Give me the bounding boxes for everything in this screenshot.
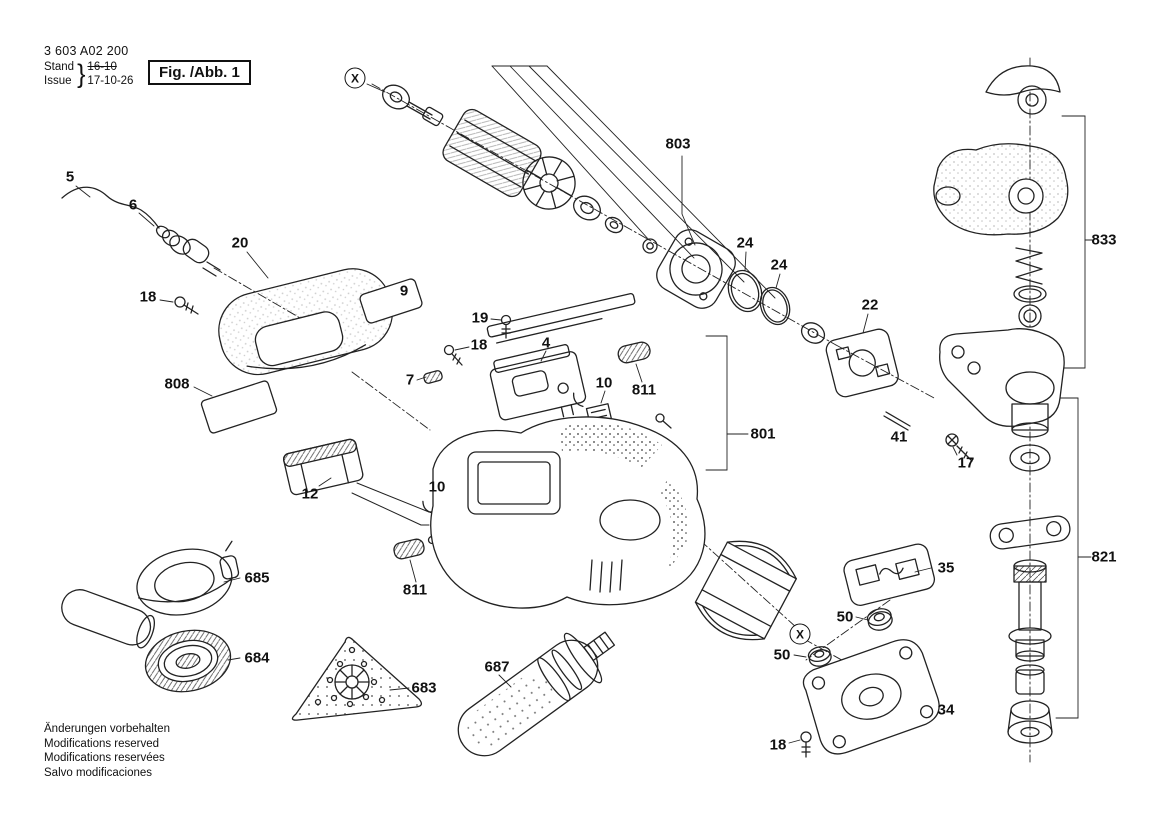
part-callout-17: 17	[957, 454, 975, 472]
o-ring-24-b	[759, 286, 791, 326]
part-callout-803: 803	[665, 135, 691, 153]
footer-line-en: Modifications reserved	[44, 737, 160, 750]
part-callout-50: 50	[773, 646, 791, 664]
revision-brace-icon: }	[77, 59, 86, 89]
figure-label: Fig. /Abb. 1	[148, 60, 251, 85]
part-callout-35: 35	[937, 559, 955, 577]
part-callout-18: 18	[139, 288, 157, 306]
side-handle-tube	[61, 589, 156, 649]
head-cover	[933, 143, 1069, 236]
part-callout-4: 4	[541, 334, 551, 352]
wrench-plate	[989, 515, 1071, 550]
label-sticker-808	[200, 380, 278, 434]
part-callout-6: 6	[128, 196, 138, 214]
part-callout-821: 821	[1091, 548, 1117, 566]
legal-footer: Änderungen vorbehalten Modifications res…	[44, 722, 170, 780]
module-12	[282, 438, 364, 496]
pin-41	[883, 411, 911, 431]
footer-line-es: Salvo modificaciones	[44, 766, 153, 779]
part-callout-7: 7	[405, 371, 415, 389]
clamp-lever	[985, 65, 1061, 115]
screw-18-bottom	[800, 731, 812, 758]
motor-cover-20	[218, 268, 393, 376]
part-callout-687: 687	[484, 658, 510, 676]
sanding-pad-683	[291, 636, 423, 721]
clamp-nut-684	[144, 629, 232, 693]
part-callout-811: 811	[402, 581, 428, 599]
issue-label: Issue	[44, 75, 72, 87]
part-callout-833: 833	[1091, 231, 1117, 249]
bearing-small	[800, 322, 826, 344]
part-callout-12: 12	[301, 485, 319, 503]
nut-50-a	[866, 608, 893, 631]
part-callout-9: 9	[399, 282, 409, 300]
part-callout-18: 18	[470, 336, 488, 354]
angle-head-group-833	[933, 65, 1069, 438]
gear-housing	[939, 328, 1065, 438]
slider-bar	[486, 292, 636, 344]
part-callout-34: 34	[937, 701, 955, 719]
clip-7	[423, 370, 443, 384]
issue-date: 17-10-26	[87, 75, 134, 87]
washer-ring	[1013, 285, 1047, 303]
slide-knob-811-a	[617, 341, 651, 364]
part-callout-19: 19	[471, 309, 489, 327]
motor-end-bracket-34	[802, 639, 940, 755]
part-callout-5: 5	[65, 168, 75, 186]
part-callout-24: 24	[770, 256, 788, 274]
o-ring-24-a	[727, 269, 763, 313]
stand-date: 16-10	[87, 61, 117, 73]
retaining-ring	[1018, 304, 1042, 328]
screw-small-a	[655, 413, 672, 429]
part-callout-22: 22	[861, 296, 879, 314]
armature-fan	[522, 156, 576, 210]
part-callout-10: 10	[428, 478, 446, 496]
screw-19	[500, 314, 512, 339]
part-callout-20: 20	[231, 234, 249, 252]
part-callout-684: 684	[244, 649, 270, 667]
screw-17	[945, 433, 973, 462]
footer-line-fr: Modifications reservées	[44, 752, 165, 764]
part-callout-685: 685	[244, 569, 270, 587]
cord-grommet	[155, 225, 221, 277]
part-callout-41: 41	[890, 428, 908, 446]
spring	[1015, 247, 1043, 285]
screw-18-mid	[443, 344, 463, 366]
revision-block: Stand Issue } 16-10 17-10-26	[44, 60, 133, 88]
part-callout-50: 50	[836, 608, 854, 626]
part-callout-808: 808	[164, 375, 190, 393]
armature-assembly-803	[382, 84, 736, 309]
brush-plate-35	[843, 543, 936, 606]
clamp-ring-685	[136, 540, 240, 616]
part-callout-801: 801	[750, 425, 776, 443]
catalog-number: 3 603 A02 200	[44, 44, 129, 58]
bearing-bracket-22	[825, 328, 899, 398]
assembly-marker-x: X	[344, 67, 366, 89]
screw-18-left	[174, 296, 199, 315]
switch-block-4	[489, 344, 587, 421]
part-callout-683: 683	[411, 679, 437, 697]
part-callout-24: 24	[736, 234, 754, 252]
part-callout-18: 18	[769, 736, 787, 754]
power-cord	[61, 186, 160, 229]
spindle-group-821	[989, 444, 1071, 744]
main-housing	[430, 416, 706, 609]
footer-line-de: Änderungen vorbehalten	[44, 723, 170, 735]
stand-label: Stand	[44, 61, 75, 73]
slide-knob-811-b	[393, 538, 425, 560]
part-callout-10: 10	[595, 374, 613, 392]
field-stator-801	[694, 540, 797, 641]
part-callout-811: 811	[631, 381, 657, 399]
nut-50-b	[807, 646, 832, 667]
bearing-flange	[656, 229, 736, 309]
auxiliary-handle-687	[457, 631, 616, 757]
assembly-marker-x: X	[789, 623, 811, 645]
label-sticker-9	[359, 278, 423, 324]
